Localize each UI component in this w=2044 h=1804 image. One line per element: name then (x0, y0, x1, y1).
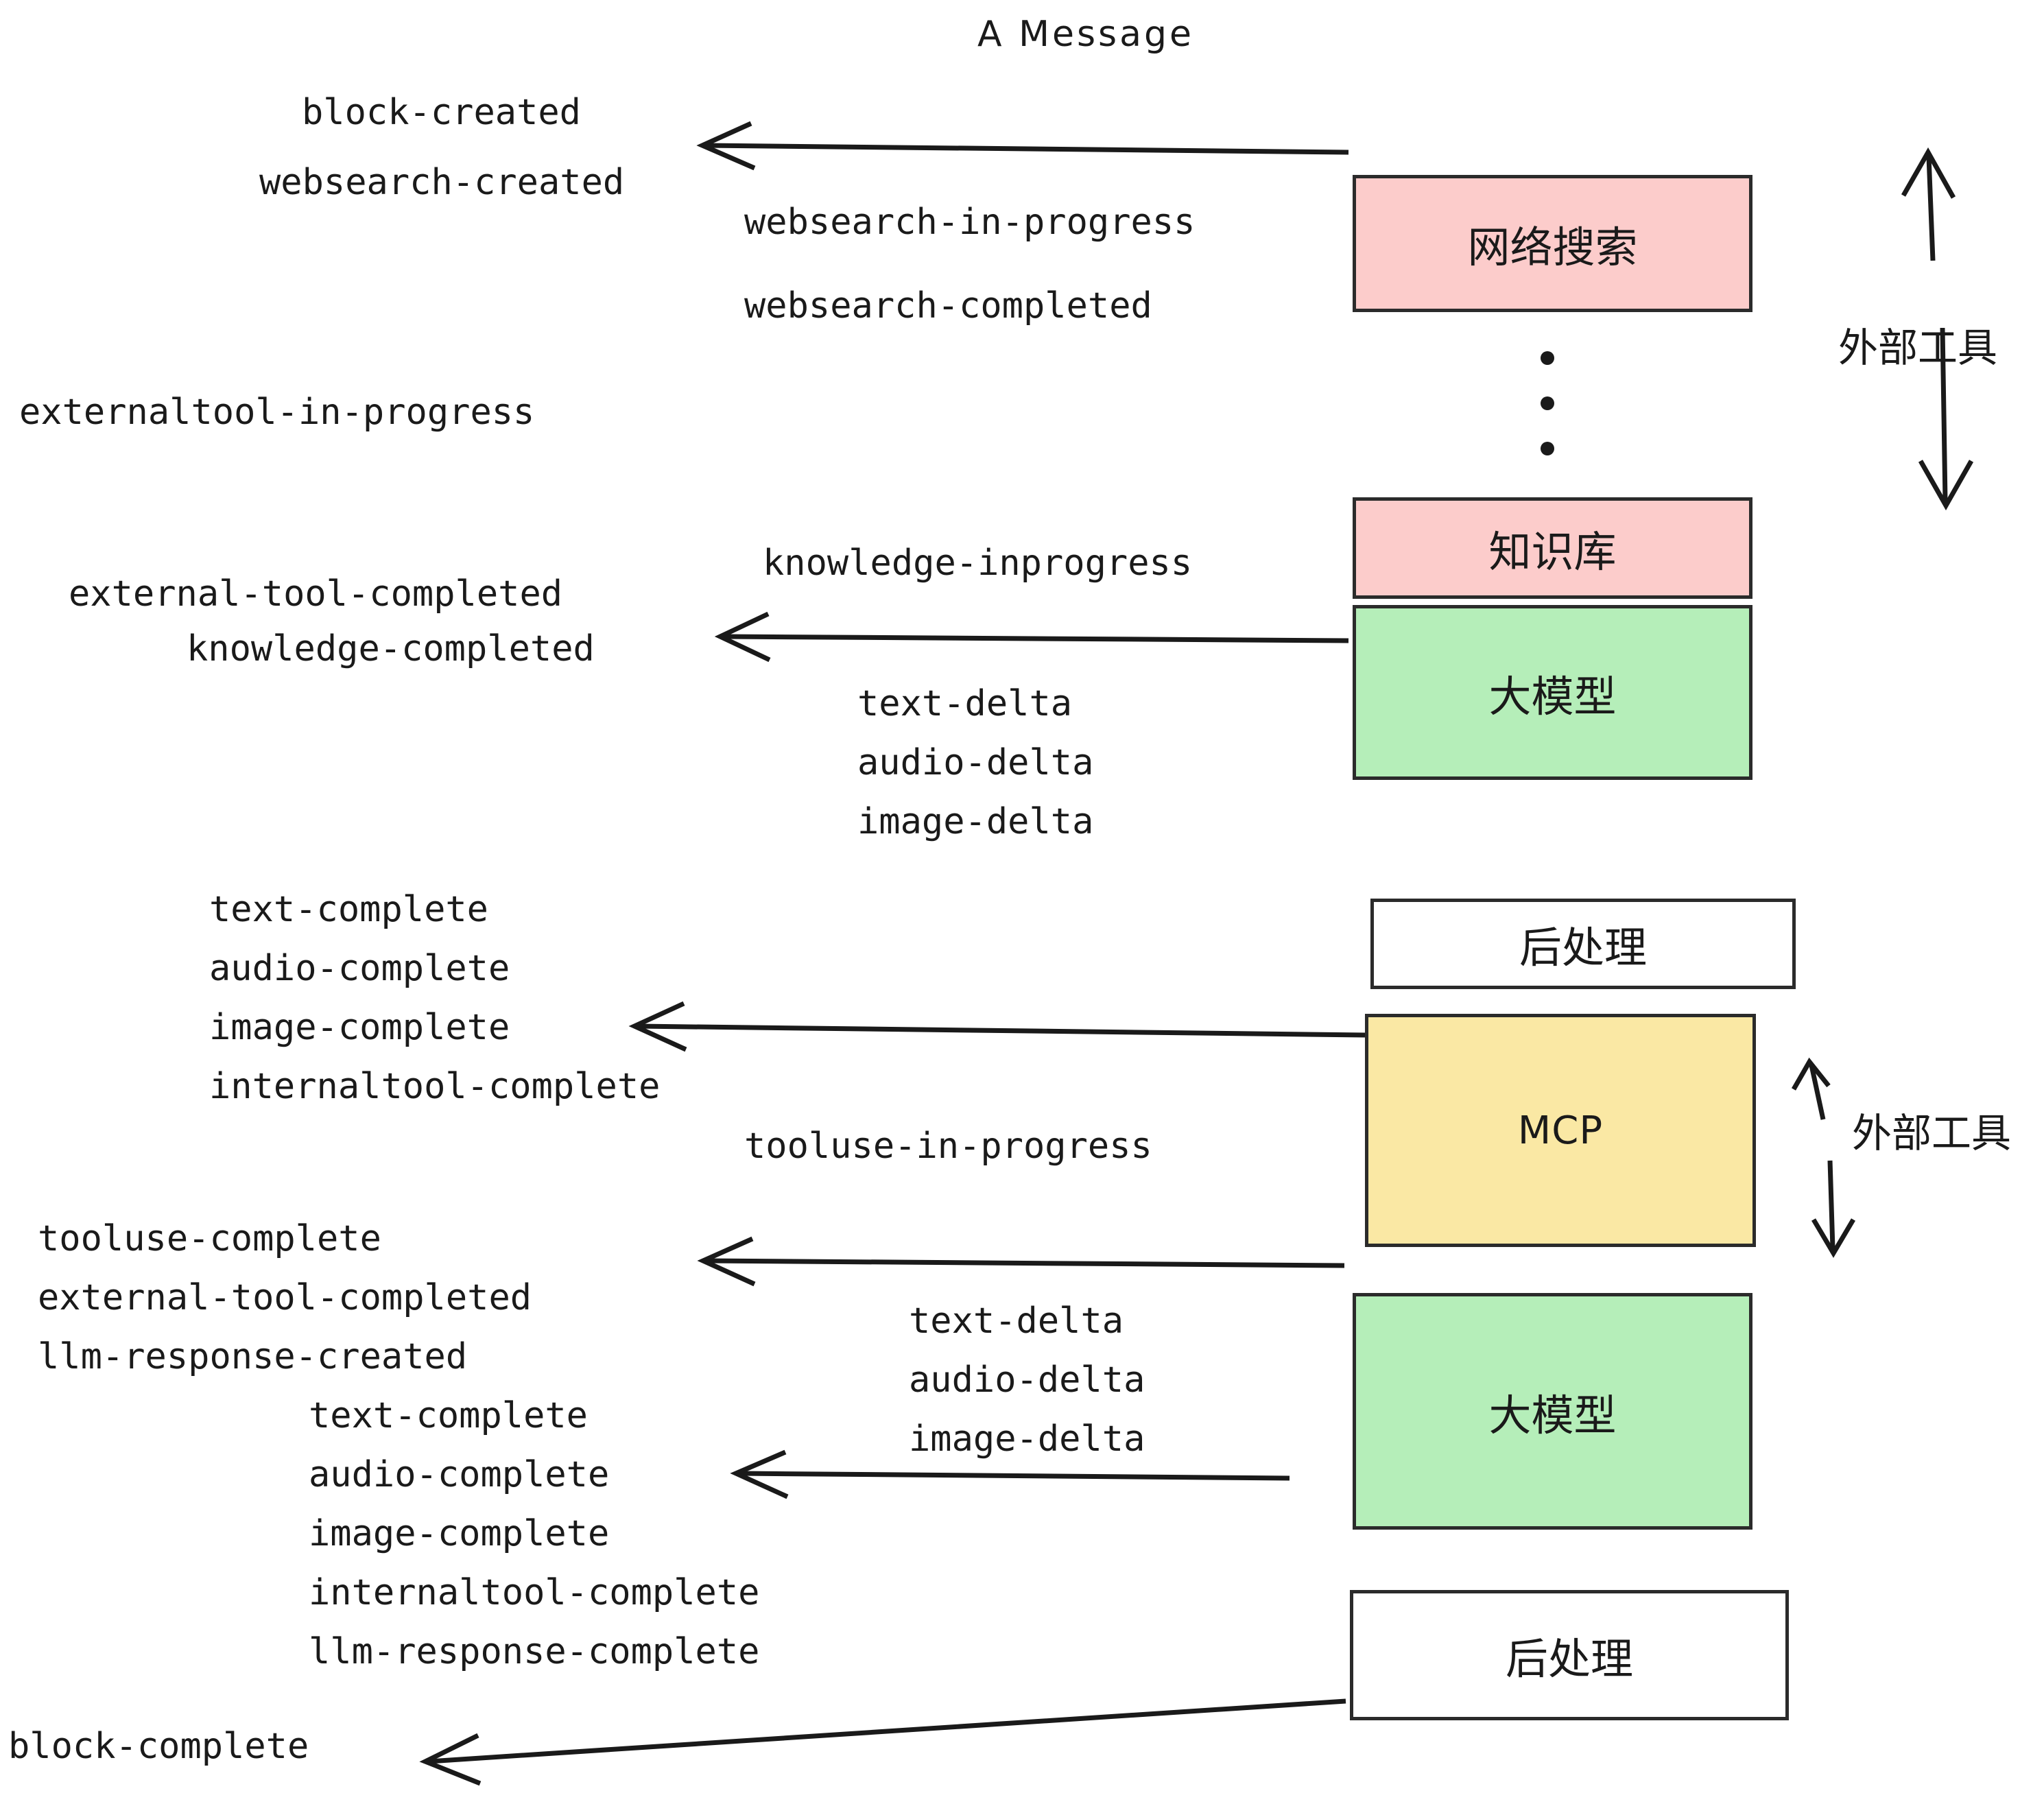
arrow-external-tool-up-1 (1901, 147, 1956, 261)
event-image-delta-1: image-delta (857, 801, 1094, 842)
event-websearch-completed: websearch-completed (744, 285, 1152, 327)
event-text-delta-2: text-delta (909, 1301, 1124, 1342)
node-postprocess-1-label: 后处理 (1519, 923, 1647, 973)
node-postprocess-1[interactable]: 后处理 (1370, 899, 1796, 989)
arrow-knowledge-to-knowledge-completed (714, 611, 1349, 663)
ellipsis-dot-2 (1541, 396, 1554, 410)
event-internaltool-complete-2: internaltool-complete (309, 1572, 760, 1613)
page-title: A Message (977, 14, 1195, 55)
event-websearch-in-progress: websearch-in-progress (744, 202, 1196, 243)
arrow-external-tool-up-2 (1791, 1057, 1831, 1120)
node-postprocess-2-label: 后处理 (1505, 1634, 1633, 1684)
event-knowledge-completed: knowledge-completed (187, 628, 595, 669)
event-image-complete-1: image-complete (209, 1007, 510, 1048)
node-llm-2[interactable]: 大模型 (1353, 1293, 1752, 1530)
node-knowledge[interactable]: 知识库 (1353, 497, 1752, 599)
event-text-delta-1: text-delta (857, 683, 1073, 724)
ellipsis-dot-1 (1541, 351, 1554, 365)
arrow-postprocess1-to-image-complete (628, 1001, 1366, 1052)
event-internaltool-complete-1: internaltool-complete (209, 1066, 661, 1107)
event-block-created: block-created (302, 92, 581, 133)
event-external-tool-completed-1: external-tool-completed (69, 573, 563, 615)
arrow-external-tool-down-2 (1811, 1160, 1856, 1258)
node-llm-1[interactable]: 大模型 (1353, 605, 1752, 780)
node-llm-2-label: 大模型 (1488, 1390, 1617, 1440)
event-image-delta-2: image-delta (909, 1419, 1145, 1460)
side-label-external-tool-2: 外部工具 (1852, 1110, 2012, 1156)
node-websearch-label: 网络搜索 (1467, 222, 1638, 272)
event-audio-delta-2: audio-delta (909, 1360, 1145, 1401)
event-audio-complete-2: audio-complete (309, 1454, 610, 1495)
arrow-websearch-to-block-created (696, 121, 1349, 171)
event-tooluse-complete: tooluse-complete (38, 1218, 381, 1259)
event-tooluse-in-progress: tooluse-in-progress (744, 1126, 1152, 1167)
ellipsis-dot-3 (1541, 442, 1554, 455)
side-label-external-tool-1: 外部工具 (1838, 324, 1998, 371)
event-llm-response-created: llm-response-created (38, 1336, 468, 1377)
arrow-mcp-to-tooluse-complete (697, 1236, 1345, 1287)
event-text-complete-1: text-complete (209, 889, 488, 930)
event-audio-delta-1: audio-delta (857, 742, 1094, 783)
event-websearch-created: websearch-created (259, 162, 625, 203)
arrow-postprocess2-to-block-complete (419, 1698, 1346, 1786)
node-mcp[interactable]: MCP (1365, 1014, 1756, 1247)
event-block-complete: block-complete (8, 1726, 309, 1767)
node-llm-1-label: 大模型 (1488, 671, 1617, 722)
event-externaltool-in-progress: externaltool-in-progress (19, 392, 535, 433)
event-external-tool-completed-2: external-tool-completed (38, 1277, 532, 1318)
node-websearch[interactable]: 网络搜索 (1353, 175, 1752, 312)
event-knowledge-inprogress: knowledge-inprogress (763, 543, 1193, 584)
event-audio-complete-1: audio-complete (209, 948, 510, 989)
event-llm-response-complete: llm-response-complete (309, 1631, 760, 1672)
node-postprocess-2[interactable]: 后处理 (1350, 1590, 1789, 1720)
node-knowledge-label: 知识库 (1488, 527, 1617, 577)
node-mcp-label: MCP (1517, 1108, 1604, 1153)
event-text-complete-2: text-complete (309, 1395, 588, 1436)
event-image-complete-2: image-complete (309, 1513, 610, 1554)
